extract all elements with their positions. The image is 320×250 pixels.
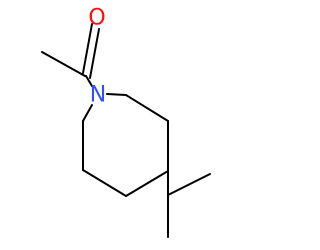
oxygen-atom-label: O — [88, 6, 105, 31]
background — [0, 0, 250, 250]
molecule-structure: O N — [0, 0, 250, 250]
bond-nitrogen-ring-right — [106, 93, 127, 96]
nitrogen-atom-label: N — [90, 83, 106, 108]
bond-ring-bottom-right — [125, 170, 169, 197]
bond-carbonyl-double-1 — [82, 23, 93, 74]
bond-nitrogen-ring-left — [82, 104, 93, 122]
bond-methyl-carbonyl — [41, 51, 86, 77]
bond-isopropyl-methyl-right — [167, 173, 211, 196]
bond-carbonyl-double-2 — [89, 28, 100, 79]
bond-carbonyl-nitrogen — [85, 75, 93, 87]
bond-ring-bottom-left — [82, 169, 127, 197]
bond-ring-right-upper — [125, 94, 169, 122]
